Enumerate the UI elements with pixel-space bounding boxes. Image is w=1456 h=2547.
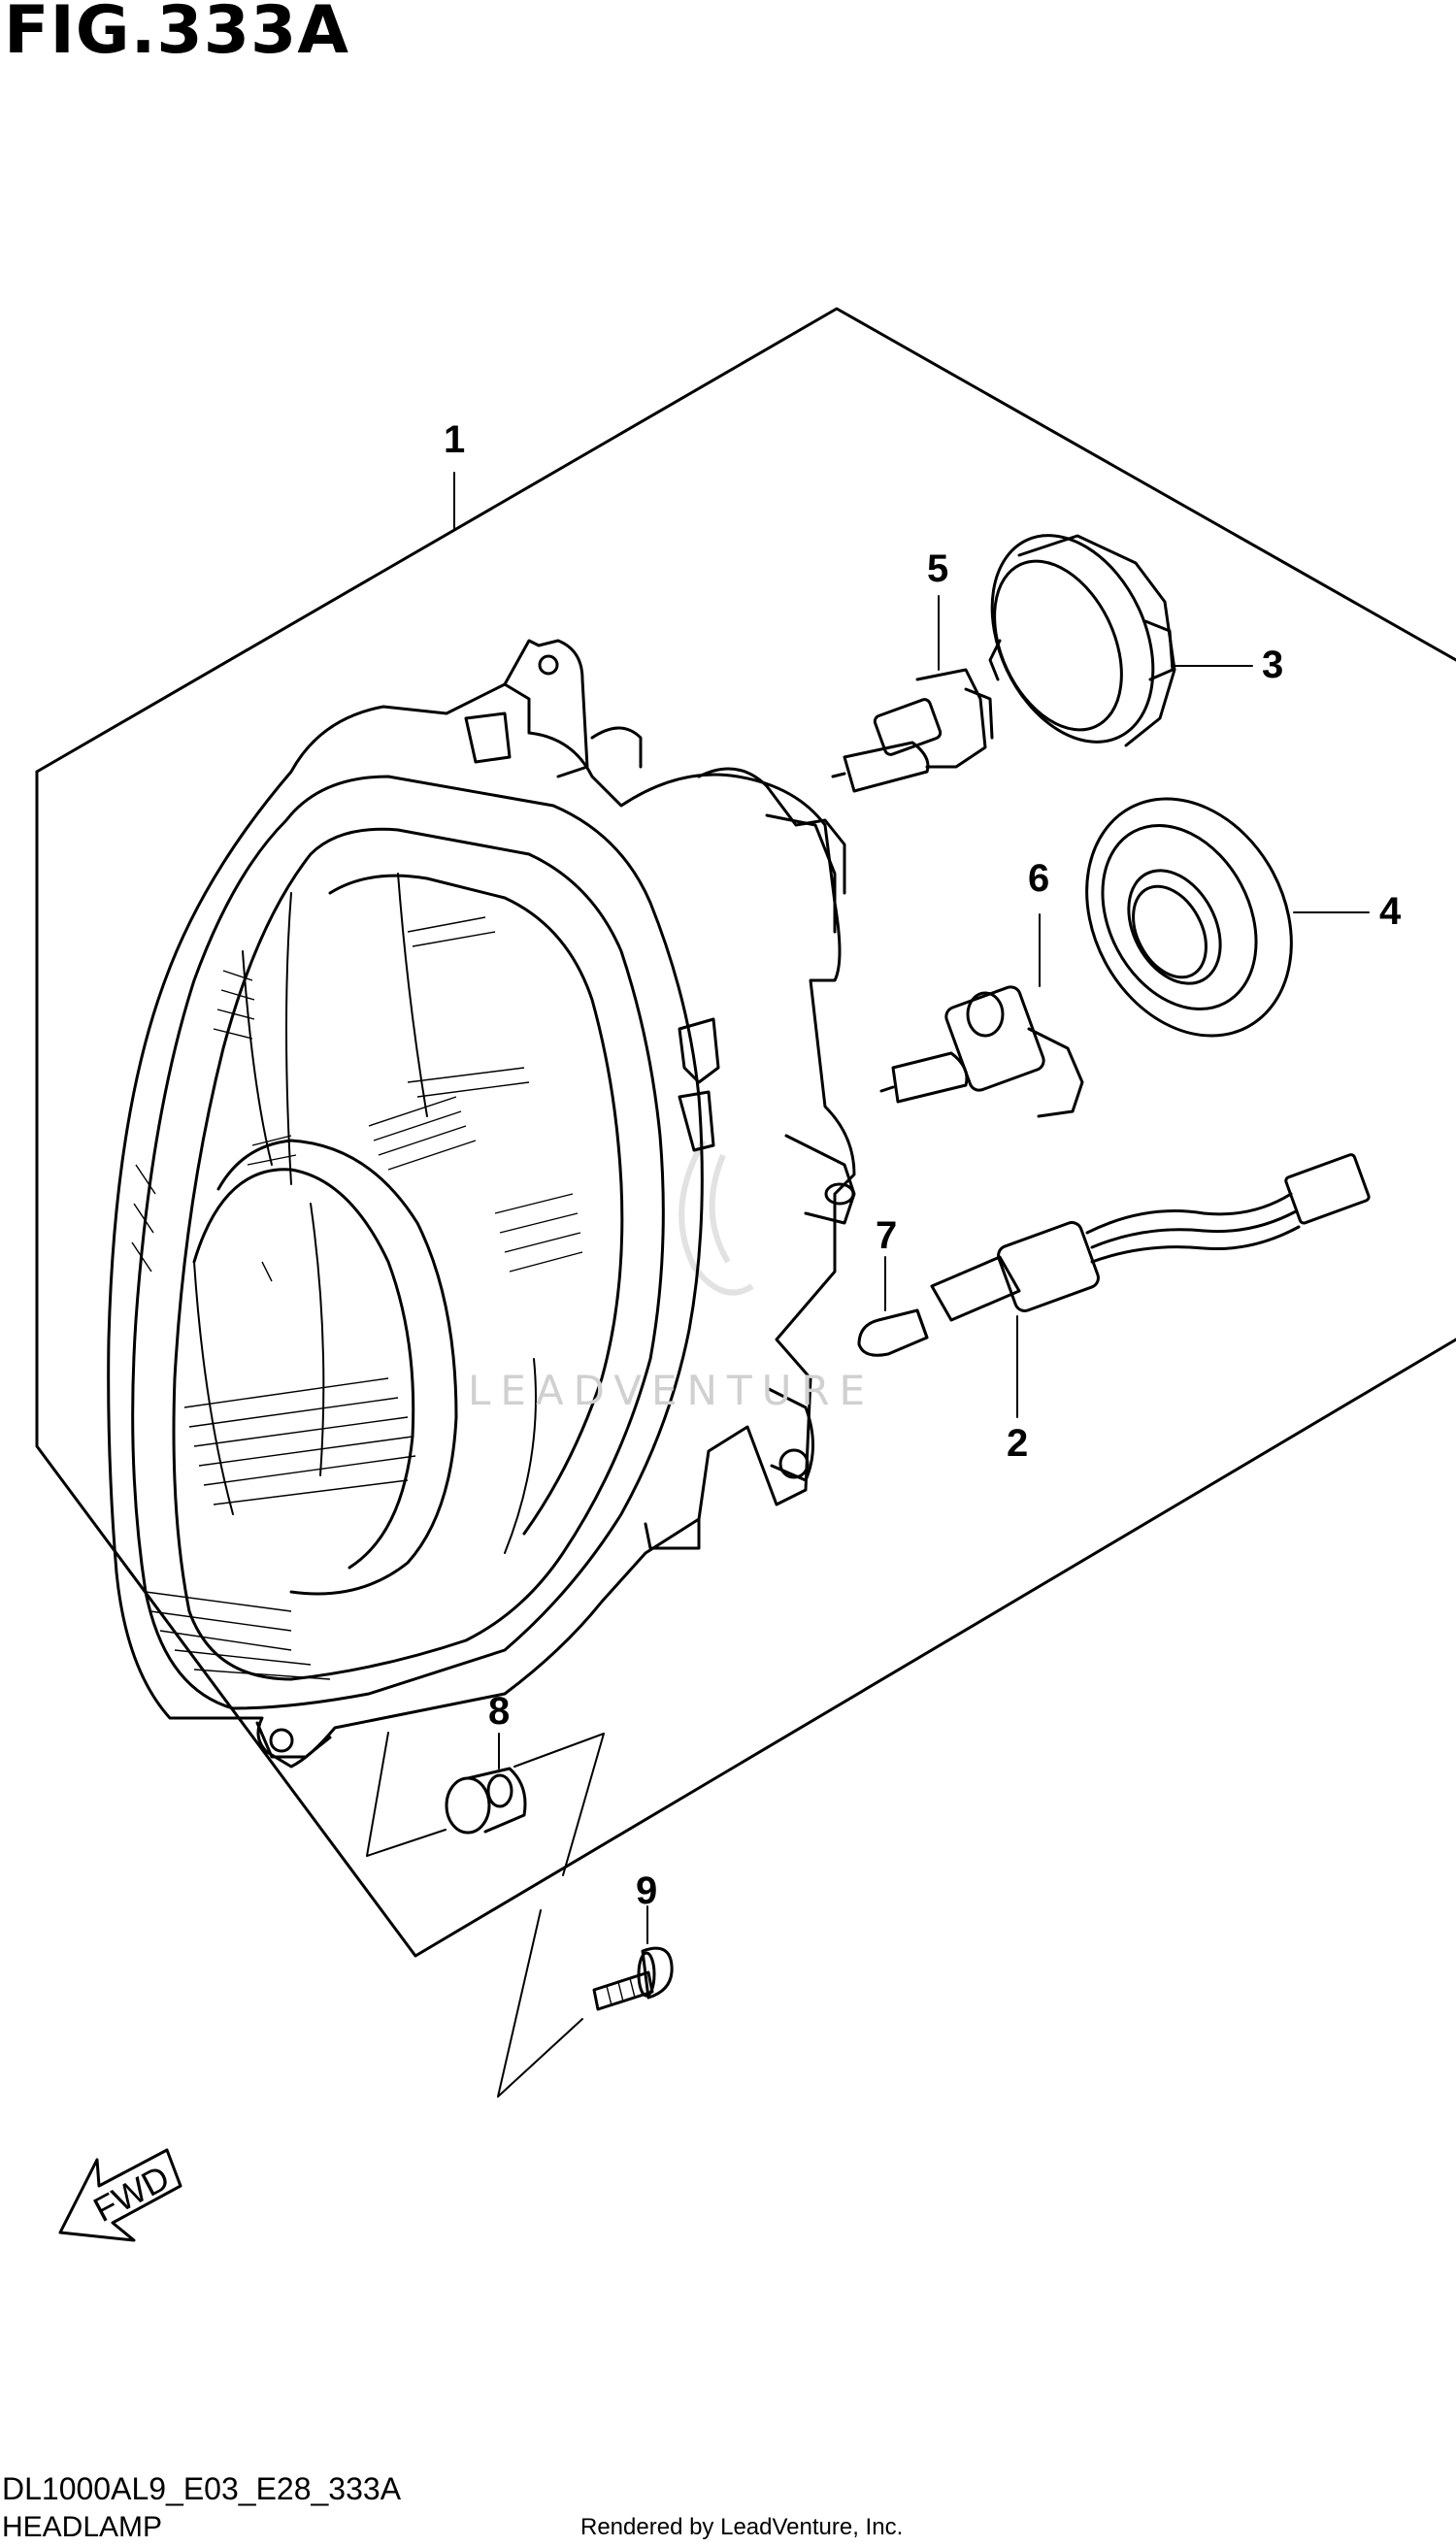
leader-bracket-8b bbox=[513, 1733, 605, 1876]
leader-bracket-9 bbox=[497, 1909, 583, 2098]
callout-8: 8 bbox=[488, 1690, 511, 1733]
socket-harness-drawing bbox=[930, 1153, 1371, 1322]
leader-bracket-8a bbox=[366, 1732, 447, 1857]
callout-3: 3 bbox=[1262, 644, 1284, 686]
rubber-cap-drawing bbox=[1085, 797, 1293, 1038]
callout-1: 1 bbox=[444, 418, 466, 461]
callout-7: 7 bbox=[876, 1214, 898, 1257]
grommet-drawing bbox=[445, 1767, 527, 1835]
figure-name: HEADLAMP bbox=[2, 2511, 163, 2543]
render-credit: Rendered by LeadVenture, Inc. bbox=[580, 2514, 904, 2540]
wedge-bulb-drawing bbox=[857, 1308, 929, 1357]
bulb-retainer-ring-drawing bbox=[988, 534, 1176, 747]
callout-9: 9 bbox=[636, 1869, 658, 1912]
screw-drawing bbox=[592, 1946, 674, 2011]
headlamp-assembly-drawing bbox=[107, 639, 856, 1769]
model-code: DL1000AL9_E03_E28_333A bbox=[2, 2471, 402, 2506]
assembly-outline-box bbox=[35, 307, 1456, 1958]
callout-4: 4 bbox=[1379, 890, 1402, 933]
figure-title: FIG.333A bbox=[4, 0, 349, 69]
h8-bulb-drawing bbox=[879, 985, 1084, 1118]
callout-6: 6 bbox=[1028, 857, 1050, 900]
fwd-arrow-icon: FWD bbox=[58, 2148, 182, 2242]
callout-2: 2 bbox=[1007, 1422, 1029, 1465]
watermark-text: LEADVENTURE bbox=[468, 1367, 876, 1414]
callout-5: 5 bbox=[927, 547, 949, 590]
h7-bulb-drawing bbox=[831, 668, 994, 793]
watermark-logo-icon bbox=[678, 1139, 754, 1296]
